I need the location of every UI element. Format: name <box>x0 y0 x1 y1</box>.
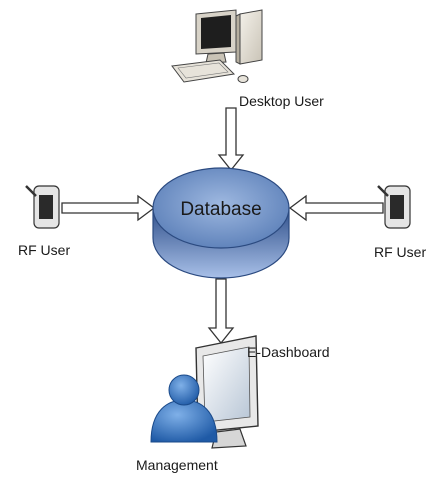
handheld-device-icon <box>377 185 411 229</box>
management-label: Management <box>136 457 218 473</box>
rf-user-right-label: RF User <box>374 244 426 260</box>
desktop-computer-icon <box>171 9 263 83</box>
database-cylinder-icon <box>152 167 290 279</box>
monitor-icon <box>195 335 259 449</box>
handheld-device-icon <box>25 185 60 229</box>
person-icon <box>150 374 218 443</box>
e-dashboard-label: E-Dashboard <box>247 344 330 360</box>
database-label: Database <box>180 199 261 220</box>
arrow-desktop-to-database <box>217 107 245 172</box>
arrow-database-to-dashboard <box>207 278 235 345</box>
desktop-user-label: Desktop User <box>239 93 324 109</box>
arrow-rf-right-to-database <box>288 194 384 222</box>
rf-user-left-label: RF User <box>18 242 70 258</box>
arrow-rf-left-to-database <box>61 194 156 222</box>
